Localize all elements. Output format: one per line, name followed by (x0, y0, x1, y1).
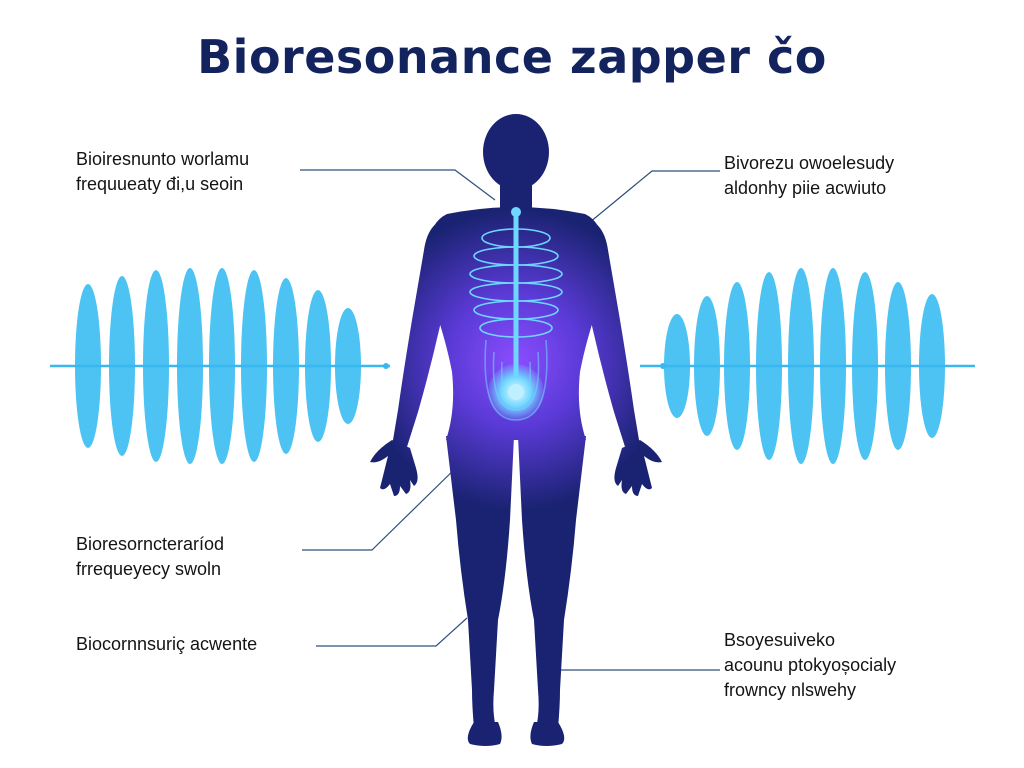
label-top-right-line-1: Bivorezu owoelesudy (724, 153, 895, 173)
leader-line-bottom-left (316, 617, 468, 647)
label-top-right-line-2: aldonhy piie acwiuto (724, 178, 887, 198)
spine-top-node (511, 207, 521, 217)
leader-line-top-right (577, 170, 720, 233)
figure-leg-right (518, 436, 586, 728)
figure-neck (500, 180, 532, 214)
label-mid-left: Bioresorncteraríod frrequeyecy swoln (76, 532, 224, 582)
label-bottom-left-line-1: Biocornnsuriç acwente (76, 634, 258, 654)
figure-arm-right (580, 218, 640, 450)
label-mid-left-line-2: frrequeyecy swoln (76, 559, 222, 579)
label-bottom-right-line-1: Bsoyesuiveko (724, 630, 836, 650)
figure-foot-right (530, 722, 565, 746)
figure-leg-left (446, 436, 514, 728)
frequency-wave-icon (640, 268, 975, 464)
figure-arm-left (392, 218, 452, 450)
figure-foot-left (467, 722, 502, 746)
label-bottom-left: Biocornnsuriç acwente (76, 632, 257, 657)
label-top-left-line-1: Bioiresnunto worlamu (76, 149, 250, 169)
label-bottom-right-line-3: frowncy nlswehy (724, 680, 857, 700)
wave-axis-right-dot (660, 363, 666, 369)
leader-line-top-left (300, 169, 496, 201)
label-top-left: Bioiresnunto worlamu frequueaty đi,u seo… (76, 147, 249, 197)
core-node (508, 384, 524, 400)
leader-line-mid-left (302, 461, 463, 551)
label-bottom-right: Bsoyesuiveko acounu ptokyoșocialy frownc… (724, 628, 896, 703)
label-top-right: Bivorezu owoelesudy aldonhy piie acwiuto (724, 151, 894, 201)
leader-lines (300, 169, 720, 671)
label-bottom-right-line-2: acounu ptokyoșocialy (724, 655, 897, 675)
figure-hand-right (614, 440, 662, 496)
label-mid-left-line-1: Bioresorncteraríod (76, 534, 225, 554)
frequency-wave-icon (50, 268, 390, 464)
diagram-title: Bioresonance zapper čo (197, 30, 827, 84)
label-top-left-line-2: frequueaty đi,u seoin (76, 174, 244, 194)
wave-axis-left-dot (383, 363, 389, 369)
figure-head (483, 114, 549, 190)
figure-hand-left (370, 440, 418, 496)
